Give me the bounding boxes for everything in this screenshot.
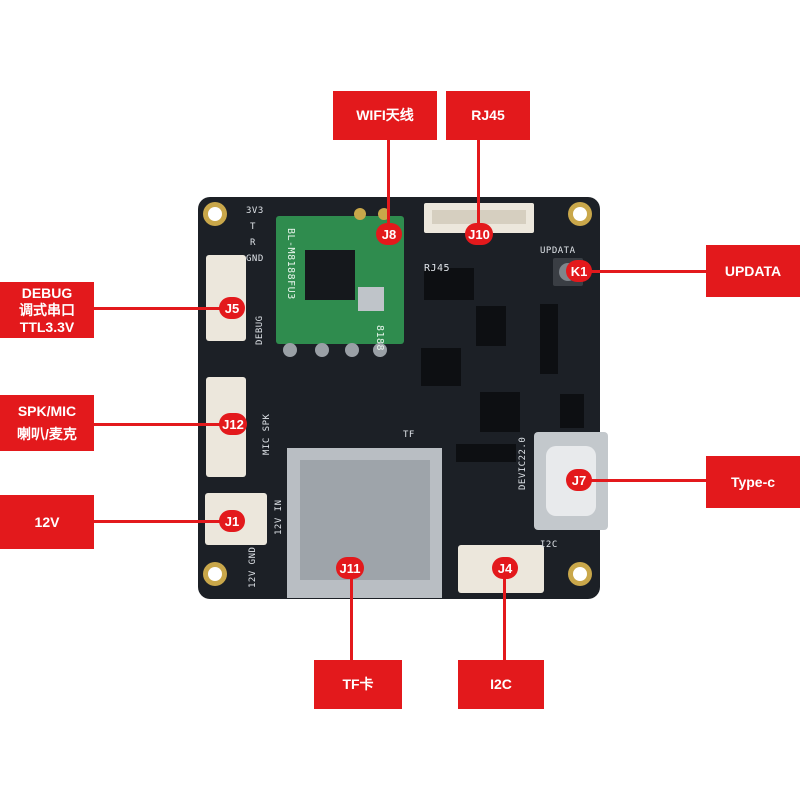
- callout-tf-card: TF卡: [314, 660, 402, 709]
- wire-updata-h: [580, 270, 706, 273]
- silk-gnd: GND: [246, 254, 264, 264]
- callout-type-c: Type-c: [706, 456, 800, 508]
- marker-j10: J10: [465, 223, 493, 245]
- silk-tf: TF: [403, 430, 415, 440]
- marker-j7: J7: [566, 469, 592, 491]
- marker-j4: J4: [492, 557, 518, 579]
- silk-mic-spk: MIC SPK: [262, 413, 272, 455]
- wire-i2c-v: [503, 568, 506, 660]
- callout-12v: 12V: [0, 495, 94, 549]
- silk-t: T: [250, 222, 256, 232]
- silk-debug: DEBUG: [255, 315, 265, 345]
- callout-debug: DEBUG 调式串口 TTL3.3V: [0, 282, 94, 338]
- components: [421, 268, 584, 462]
- tf-card-slot: [287, 448, 442, 598]
- silk-i2c: I2C: [540, 540, 558, 550]
- silk-updata: UPDATA: [540, 246, 576, 256]
- silk-12v-gnd: 12V GND: [248, 546, 258, 588]
- silk-r: R: [250, 238, 256, 248]
- silk-12v-in: 12V IN: [274, 499, 284, 535]
- marker-j11: J11: [336, 557, 364, 579]
- callout-i2c: I2C: [458, 660, 544, 709]
- wifi-module: [276, 208, 404, 357]
- wire-debug-h: [94, 307, 234, 310]
- wire-rj45-v: [477, 140, 480, 232]
- callout-rj45: RJ45: [446, 91, 530, 140]
- silk-rj45: RJ45: [424, 263, 451, 274]
- wire-tf-v: [350, 568, 353, 660]
- silk-module-name: BL-M8188FU3: [285, 228, 296, 300]
- marker-k1: K1: [566, 260, 592, 282]
- silk-3v3: 3V3: [246, 206, 264, 216]
- callout-spk-mic: SPK/MIC 喇叭/麦克: [0, 395, 94, 451]
- callout-wifi-antenna: WIFI天线: [333, 91, 437, 140]
- marker-j5: J5: [219, 297, 245, 319]
- wire-wifi-v: [387, 140, 390, 232]
- marker-j12: J12: [219, 413, 247, 435]
- mounting-holes: [203, 202, 592, 586]
- wire-12v-h: [94, 520, 234, 523]
- wire-spk-h: [94, 423, 234, 426]
- callout-updata: UPDATA: [706, 245, 800, 297]
- silk-module-code: 8188: [374, 325, 385, 352]
- wire-typec-h: [580, 479, 706, 482]
- marker-j1: J1: [219, 510, 245, 532]
- silk-device: DEVIC22.0: [518, 436, 528, 490]
- marker-j8: J8: [376, 223, 402, 245]
